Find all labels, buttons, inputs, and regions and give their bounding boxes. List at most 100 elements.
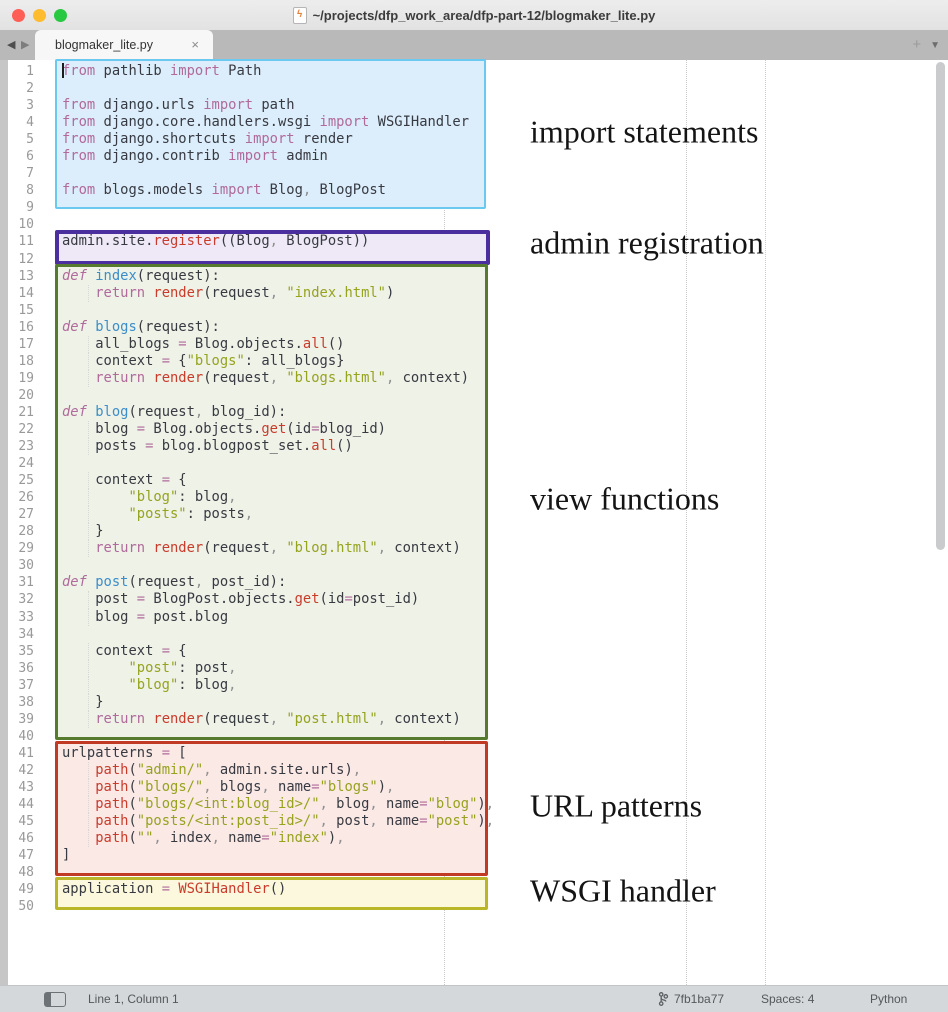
line-number[interactable]: 50: [18, 899, 34, 915]
line-number[interactable]: 37: [18, 677, 34, 693]
code-line[interactable]: 29 return render(request, "blog.html", c…: [0, 540, 494, 558]
code-line[interactable]: 35 context = {: [0, 642, 494, 660]
code-line[interactable]: 28 }: [0, 523, 494, 541]
line-number[interactable]: 29: [18, 541, 34, 557]
code-line[interactable]: 20: [0, 387, 494, 404]
code-line[interactable]: 36 "post": post,: [0, 659, 494, 677]
line-number[interactable]: 38: [18, 694, 34, 710]
code-line[interactable]: 40: [0, 728, 494, 745]
syntax-mode[interactable]: Python: [870, 992, 908, 1006]
code-line[interactable]: 50: [0, 898, 494, 915]
line-number[interactable]: 43: [18, 779, 34, 795]
code-line[interactable]: 44 path("blogs/<int:blog_id>/", blog, na…: [0, 796, 494, 814]
code-line[interactable]: 22 blog = Blog.objects.get(id=blog_id): [0, 420, 494, 439]
code-line[interactable]: 7: [0, 165, 494, 182]
scrollbar-thumb[interactable]: [936, 62, 945, 550]
tab-nav-back-icon[interactable]: ◀: [7, 39, 16, 51]
line-number[interactable]: 46: [18, 831, 34, 847]
line-number[interactable]: 13: [18, 268, 34, 284]
line-number[interactable]: 23: [18, 439, 34, 455]
line-number[interactable]: 32: [18, 592, 34, 608]
line-number[interactable]: 6: [26, 149, 34, 165]
line-number[interactable]: 28: [18, 524, 34, 540]
code-line[interactable]: 48: [0, 864, 494, 881]
line-number[interactable]: 36: [18, 660, 34, 676]
line-number[interactable]: 7: [26, 166, 34, 182]
tab-nav-forward-icon[interactable]: ▶: [21, 39, 30, 51]
line-number[interactable]: 22: [18, 421, 34, 437]
indentation-setting[interactable]: Spaces: 4: [761, 992, 815, 1006]
code-line[interactable]: 26 "blog": blog,: [0, 489, 494, 507]
code-line[interactable]: 24: [0, 455, 494, 472]
code-line[interactable]: 18 context = {"blogs": all_blogs}: [0, 352, 494, 370]
line-number[interactable]: 47: [18, 848, 34, 864]
code-line[interactable]: 33 blog = post.blog: [0, 608, 494, 626]
line-number[interactable]: 5: [26, 132, 34, 148]
code-line[interactable]: 14 return render(request, "index.html"): [0, 284, 494, 302]
code-line[interactable]: 12: [0, 251, 494, 268]
code-line[interactable]: 37 "blog": blog,: [0, 676, 494, 694]
line-number[interactable]: 33: [18, 609, 34, 625]
code-line[interactable]: 46 path("", index, name="index"),: [0, 830, 494, 848]
line-number[interactable]: 24: [18, 456, 34, 472]
line-number[interactable]: 10: [18, 217, 34, 233]
tab-close-icon[interactable]: ×: [191, 37, 199, 52]
line-number[interactable]: 40: [18, 728, 34, 744]
new-tab-button[interactable]: +: [912, 36, 922, 53]
code-line[interactable]: 15: [0, 302, 494, 319]
scrollbar[interactable]: [933, 60, 948, 985]
line-number[interactable]: 17: [18, 336, 34, 352]
code-line[interactable]: 30: [0, 557, 494, 574]
line-number[interactable]: 8: [26, 183, 34, 199]
line-number[interactable]: 4: [26, 115, 34, 131]
code-line[interactable]: 9: [0, 199, 494, 216]
code-line[interactable]: 25 context = {: [0, 472, 494, 490]
code-line[interactable]: 17 all_blogs = Blog.objects.all(): [0, 335, 494, 353]
code-line[interactable]: 39 return render(request, "post.html", c…: [0, 710, 494, 728]
line-number[interactable]: 30: [18, 558, 34, 574]
code-line[interactable]: 43 path("blogs/", blogs, name="blogs"),: [0, 778, 494, 797]
tab-overflow-button[interactable]: ▼: [930, 39, 940, 51]
line-number[interactable]: 16: [18, 319, 34, 335]
sidebar-toggle-icon[interactable]: [44, 992, 66, 1007]
line-number[interactable]: 2: [26, 81, 34, 97]
code-line[interactable]: 42 path("admin/", admin.site.urls),: [0, 761, 494, 779]
code-line[interactable]: 34: [0, 626, 494, 643]
line-number[interactable]: 48: [18, 865, 34, 881]
line-number[interactable]: 26: [18, 490, 34, 506]
code-line[interactable]: 27 "posts": posts,: [0, 506, 494, 524]
line-number[interactable]: 21: [18, 404, 34, 420]
line-number[interactable]: 45: [18, 814, 34, 830]
cursor-position[interactable]: Line 1, Column 1: [88, 992, 179, 1006]
zoom-window-button[interactable]: [54, 9, 67, 22]
line-number[interactable]: 31: [18, 575, 34, 591]
git-status[interactable]: 7fb1ba77: [658, 992, 724, 1006]
line-number[interactable]: 12: [18, 251, 34, 267]
line-number[interactable]: 41: [18, 745, 34, 761]
code-line[interactable]: 32 post = BlogPost.objects.get(id=post_i…: [0, 591, 494, 609]
line-number[interactable]: 19: [18, 370, 34, 386]
line-number[interactable]: 27: [18, 507, 34, 523]
line-number[interactable]: 44: [18, 797, 34, 813]
tab-blogmaker-lite[interactable]: blogmaker_lite.py ×: [35, 30, 213, 60]
line-number[interactable]: 34: [18, 626, 34, 642]
line-number[interactable]: 3: [26, 98, 34, 114]
minimize-window-button[interactable]: [33, 9, 46, 22]
line-number[interactable]: 20: [18, 387, 34, 403]
line-number[interactable]: 49: [18, 882, 34, 898]
